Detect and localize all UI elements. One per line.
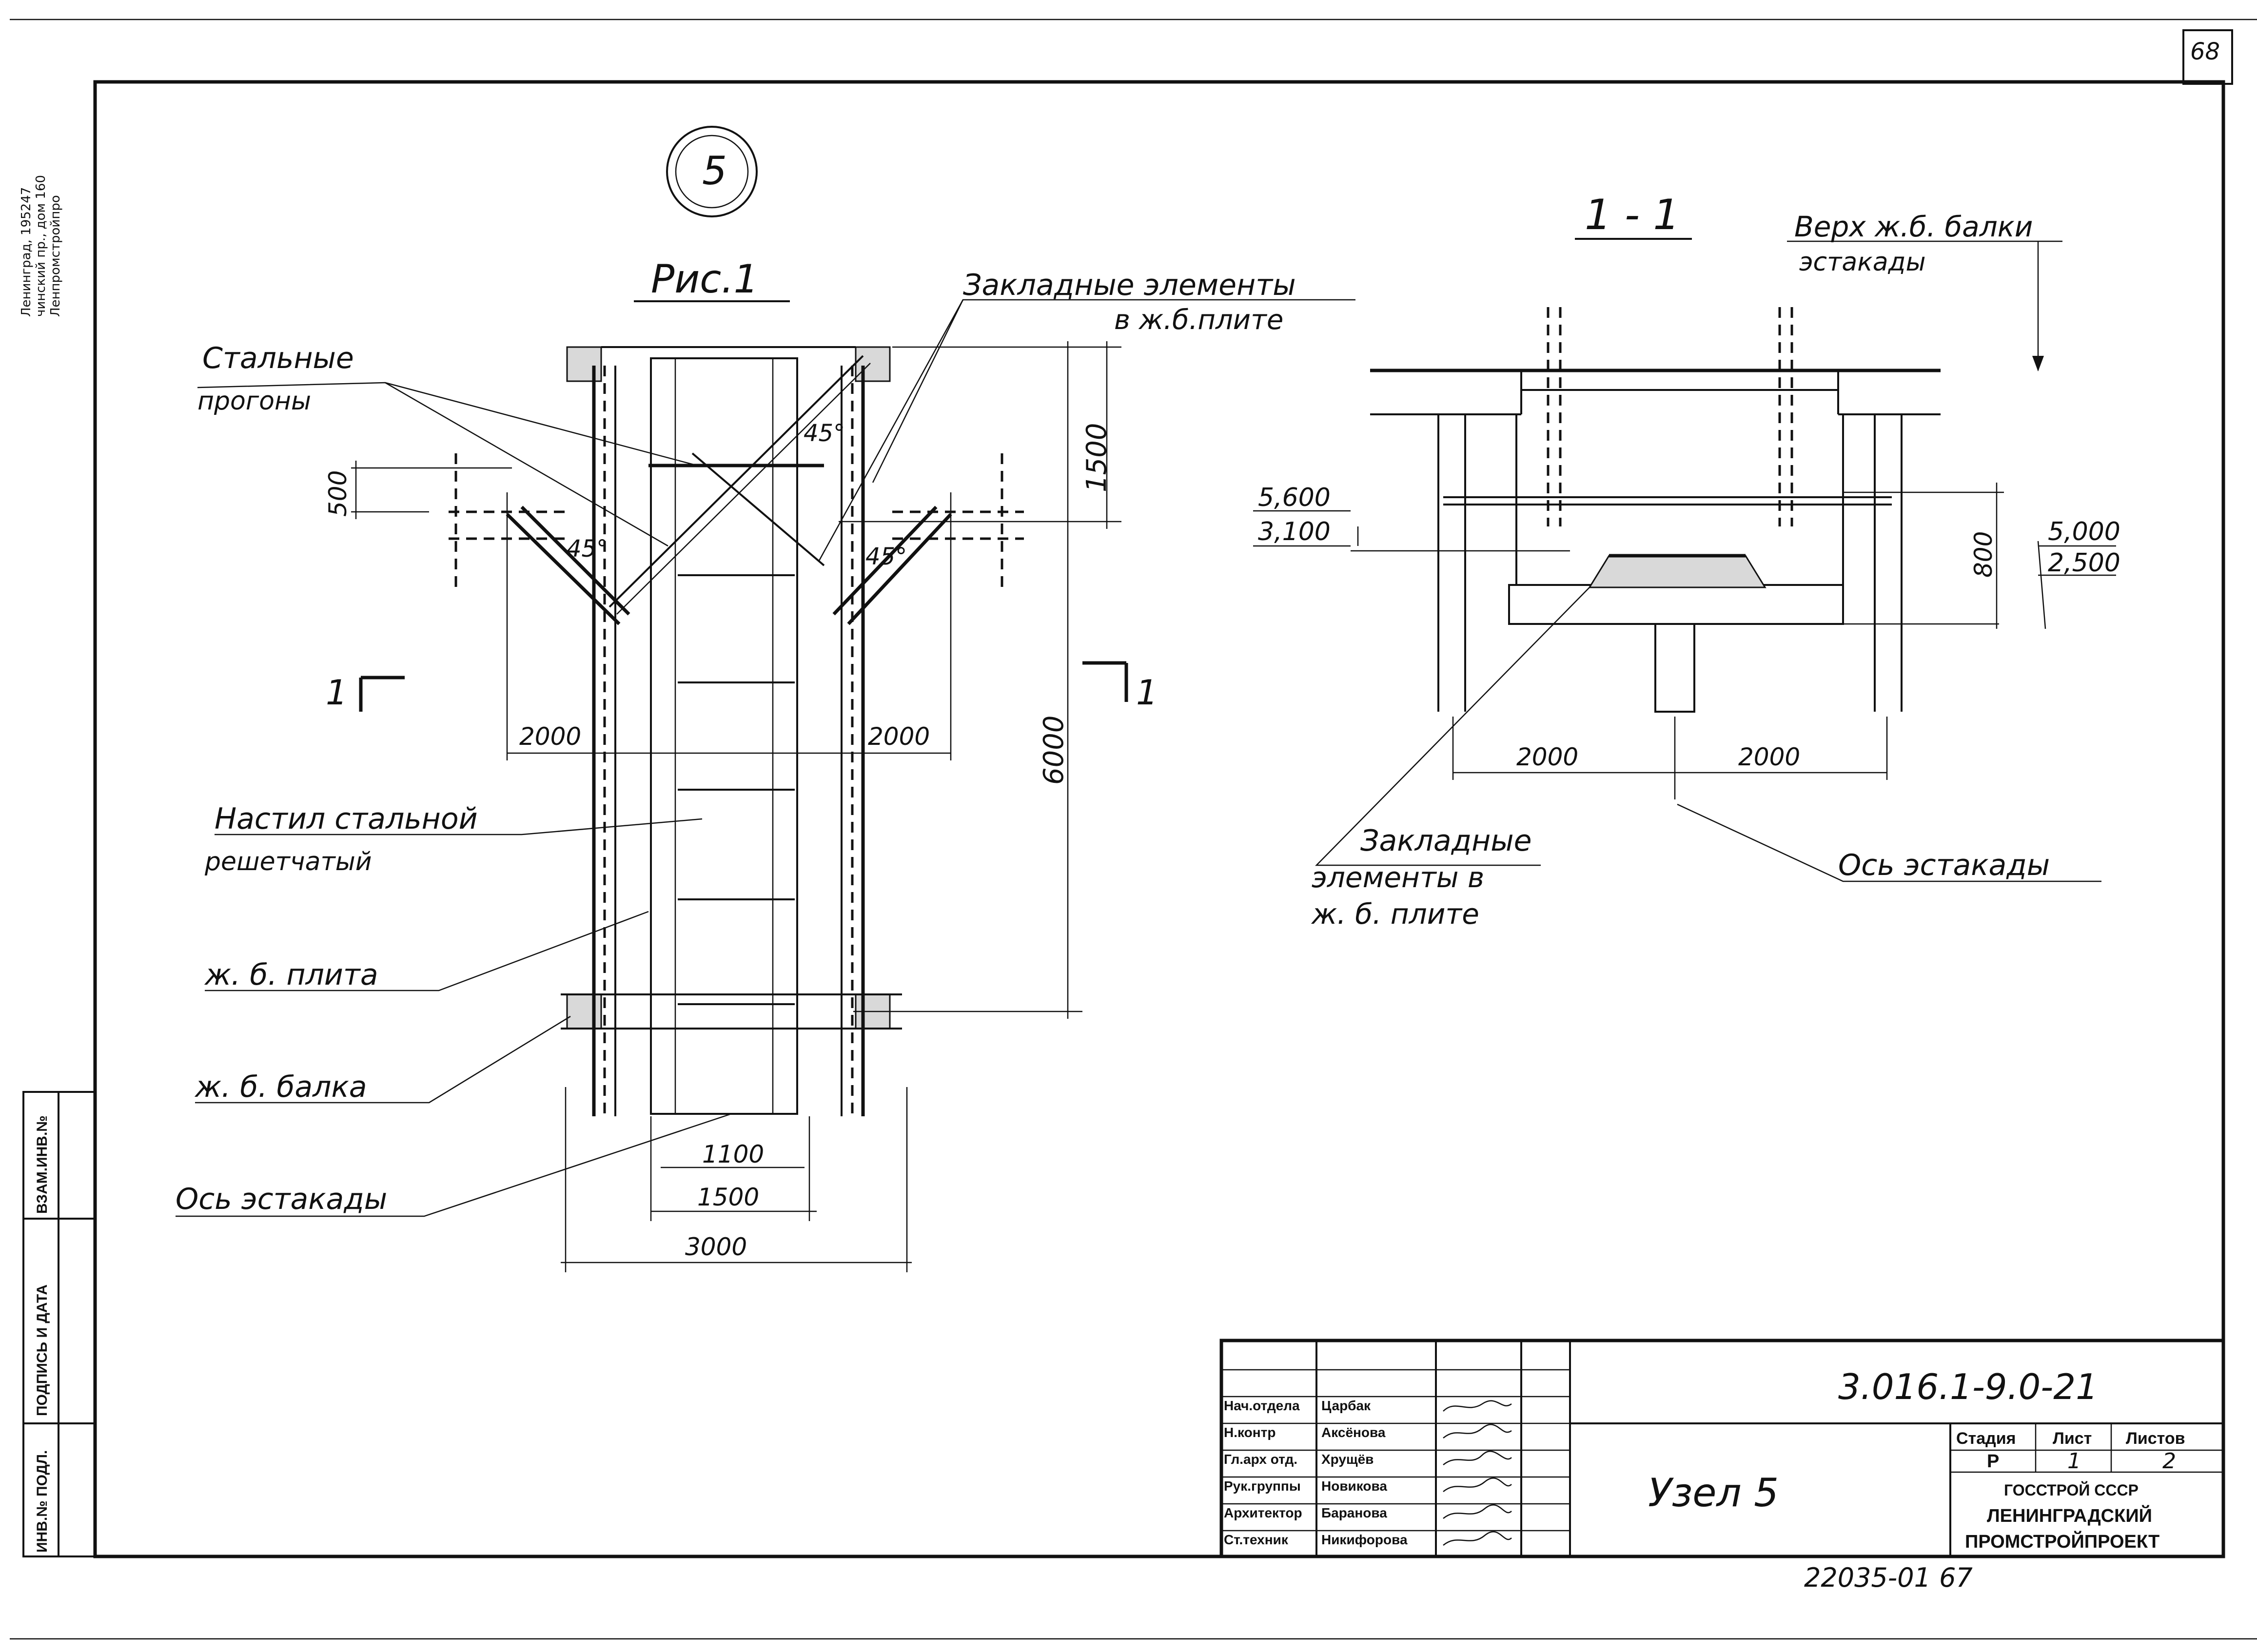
signature-scribbles <box>1443 1400 1512 1546</box>
name-3: Хрущёв <box>1321 1452 1374 1467</box>
label-top-beam-line1: Верх ж.б. балки <box>1794 210 2033 243</box>
sheets-value: 2 <box>2162 1449 2176 1474</box>
archive-number: 22035-01 67 <box>1804 1562 1973 1593</box>
level-right-upper: 5,000 <box>2048 517 2120 546</box>
label-deck-line1: Настил стальной <box>215 802 478 836</box>
level-right-lower: 2,500 <box>2048 548 2120 578</box>
plan-title: Рис.1 <box>651 256 759 302</box>
level-left-upper: 5,600 <box>1258 483 1331 512</box>
section-mark-left: 1 <box>326 673 348 713</box>
name-5: Баранова <box>1321 1505 1387 1520</box>
angle-label-right: 45° <box>865 543 907 570</box>
section-title: 1 - 1 <box>1585 191 1680 239</box>
dim-2000-right: 2000 <box>868 722 930 751</box>
label-top-beam-line2: эстакады <box>1799 248 1926 277</box>
side-stamp-line-2: чинский пр., дом 160 <box>34 175 48 317</box>
label-deck-line2: решетчатый <box>204 847 372 876</box>
role-6: Ст.техник <box>1224 1532 1289 1547</box>
dim-1100: 1100 <box>702 1140 764 1168</box>
dim-3000: 3000 <box>685 1233 747 1261</box>
dim-500: 500 <box>324 470 352 517</box>
name-1: Царбак <box>1321 1398 1371 1413</box>
side-stamp-line-1: Ленинград, 195247 <box>19 187 34 317</box>
sheet-value: 1 <box>2067 1449 2081 1474</box>
node-number: 5 <box>702 148 727 194</box>
dim-2000-left: 2000 <box>519 722 581 751</box>
org-line-2: ЛЕНИНГРАДСКИЙ <box>1987 1504 2152 1526</box>
org-line-3: ПРОМСТРОЙПРОЕКТ <box>1965 1530 2159 1552</box>
role-4: Рук.группы <box>1224 1478 1301 1494</box>
role-3: Гл.арх отд. <box>1224 1452 1297 1467</box>
name-2: Аксёнова <box>1321 1425 1386 1440</box>
dim-800: 800 <box>1969 531 1998 578</box>
dim-1500-horizontal: 1500 <box>697 1183 759 1211</box>
label-section-embedded-line3: ж. б. плите <box>1311 897 1479 931</box>
strip-inv-orig: ИНВ.№ ПОДЛ. <box>34 1450 50 1553</box>
org-line-1: ГОССТРОЙ СССР <box>2004 1481 2139 1499</box>
dim-section-2000-left: 2000 <box>1516 743 1578 771</box>
level-left-lower: 3,100 <box>1258 517 1331 546</box>
role-5: Архитектор <box>1224 1505 1302 1520</box>
stage-value: Р <box>1987 1451 1999 1472</box>
sheet-name: Узел 5 <box>1648 1470 1779 1516</box>
name-4: Новикова <box>1321 1478 1387 1494</box>
role-2: Н.контр <box>1224 1425 1276 1440</box>
label-section-embedded-line1: Закладные <box>1360 824 1532 858</box>
sheet-header: Лист <box>2053 1429 2092 1448</box>
sheet-frame <box>10 19 2257 1640</box>
label-axis-plan: Ось эстакады <box>176 1182 387 1216</box>
name-6: Никифорова <box>1321 1532 1408 1547</box>
dim-section-2000-right: 2000 <box>1738 743 1800 771</box>
angle-label-left: 45° <box>567 535 608 563</box>
stage-header: Стадия <box>1956 1429 2016 1448</box>
role-1: Нач.отдела <box>1224 1398 1300 1413</box>
label-embedded-line2: в ж.б.плите <box>1114 304 1283 336</box>
section-view: 1 - 1 5,600 3,100 <box>1253 191 2120 931</box>
designation: 3.016.1-9.0-21 <box>1838 1366 2098 1407</box>
label-steel-purlins-line2: прогоны <box>197 387 311 416</box>
section-mark-right: 1 <box>1136 673 1158 713</box>
title-block: Нач.отдела Царбак Н.контр Аксёнова Гл.ар… <box>1219 1339 2225 1558</box>
label-embedded-line1: Закладные элементы <box>963 268 1296 302</box>
angle-label-top: 45° <box>804 420 845 447</box>
label-slab: ж. б. плита <box>204 958 378 992</box>
dim-1500-vertical: 1500 <box>1081 423 1113 492</box>
sheets-header: Листов <box>2126 1429 2185 1448</box>
inventory-strip: ИНВ.№ ПОДЛ. ПОДПИСЬ И ДАТА ВЗАМ.ИНВ.№ <box>22 1091 96 1557</box>
label-beam: ж. б. балка <box>194 1070 367 1104</box>
page-number: 68 <box>2190 38 2220 65</box>
label-section-embedded-line2: элементы в <box>1312 861 1484 894</box>
label-axis-section: Ось эстакады <box>1838 848 2050 882</box>
strip-signature-date: ПОДПИСЬ И ДАТА <box>34 1284 50 1416</box>
dim-6000: 6000 <box>1038 715 1070 785</box>
plan-view: 5 Рис.1 <box>176 126 1355 1272</box>
side-stamp: Ленинград, 195247 чинский пр., дом 160 Л… <box>19 175 63 317</box>
strip-inv-replace: ВЗАМ.ИНВ.№ <box>34 1115 50 1214</box>
label-steel-purlins-line1: Стальные <box>202 341 354 375</box>
side-stamp-line-3: Ленпромстройпро <box>48 195 63 317</box>
